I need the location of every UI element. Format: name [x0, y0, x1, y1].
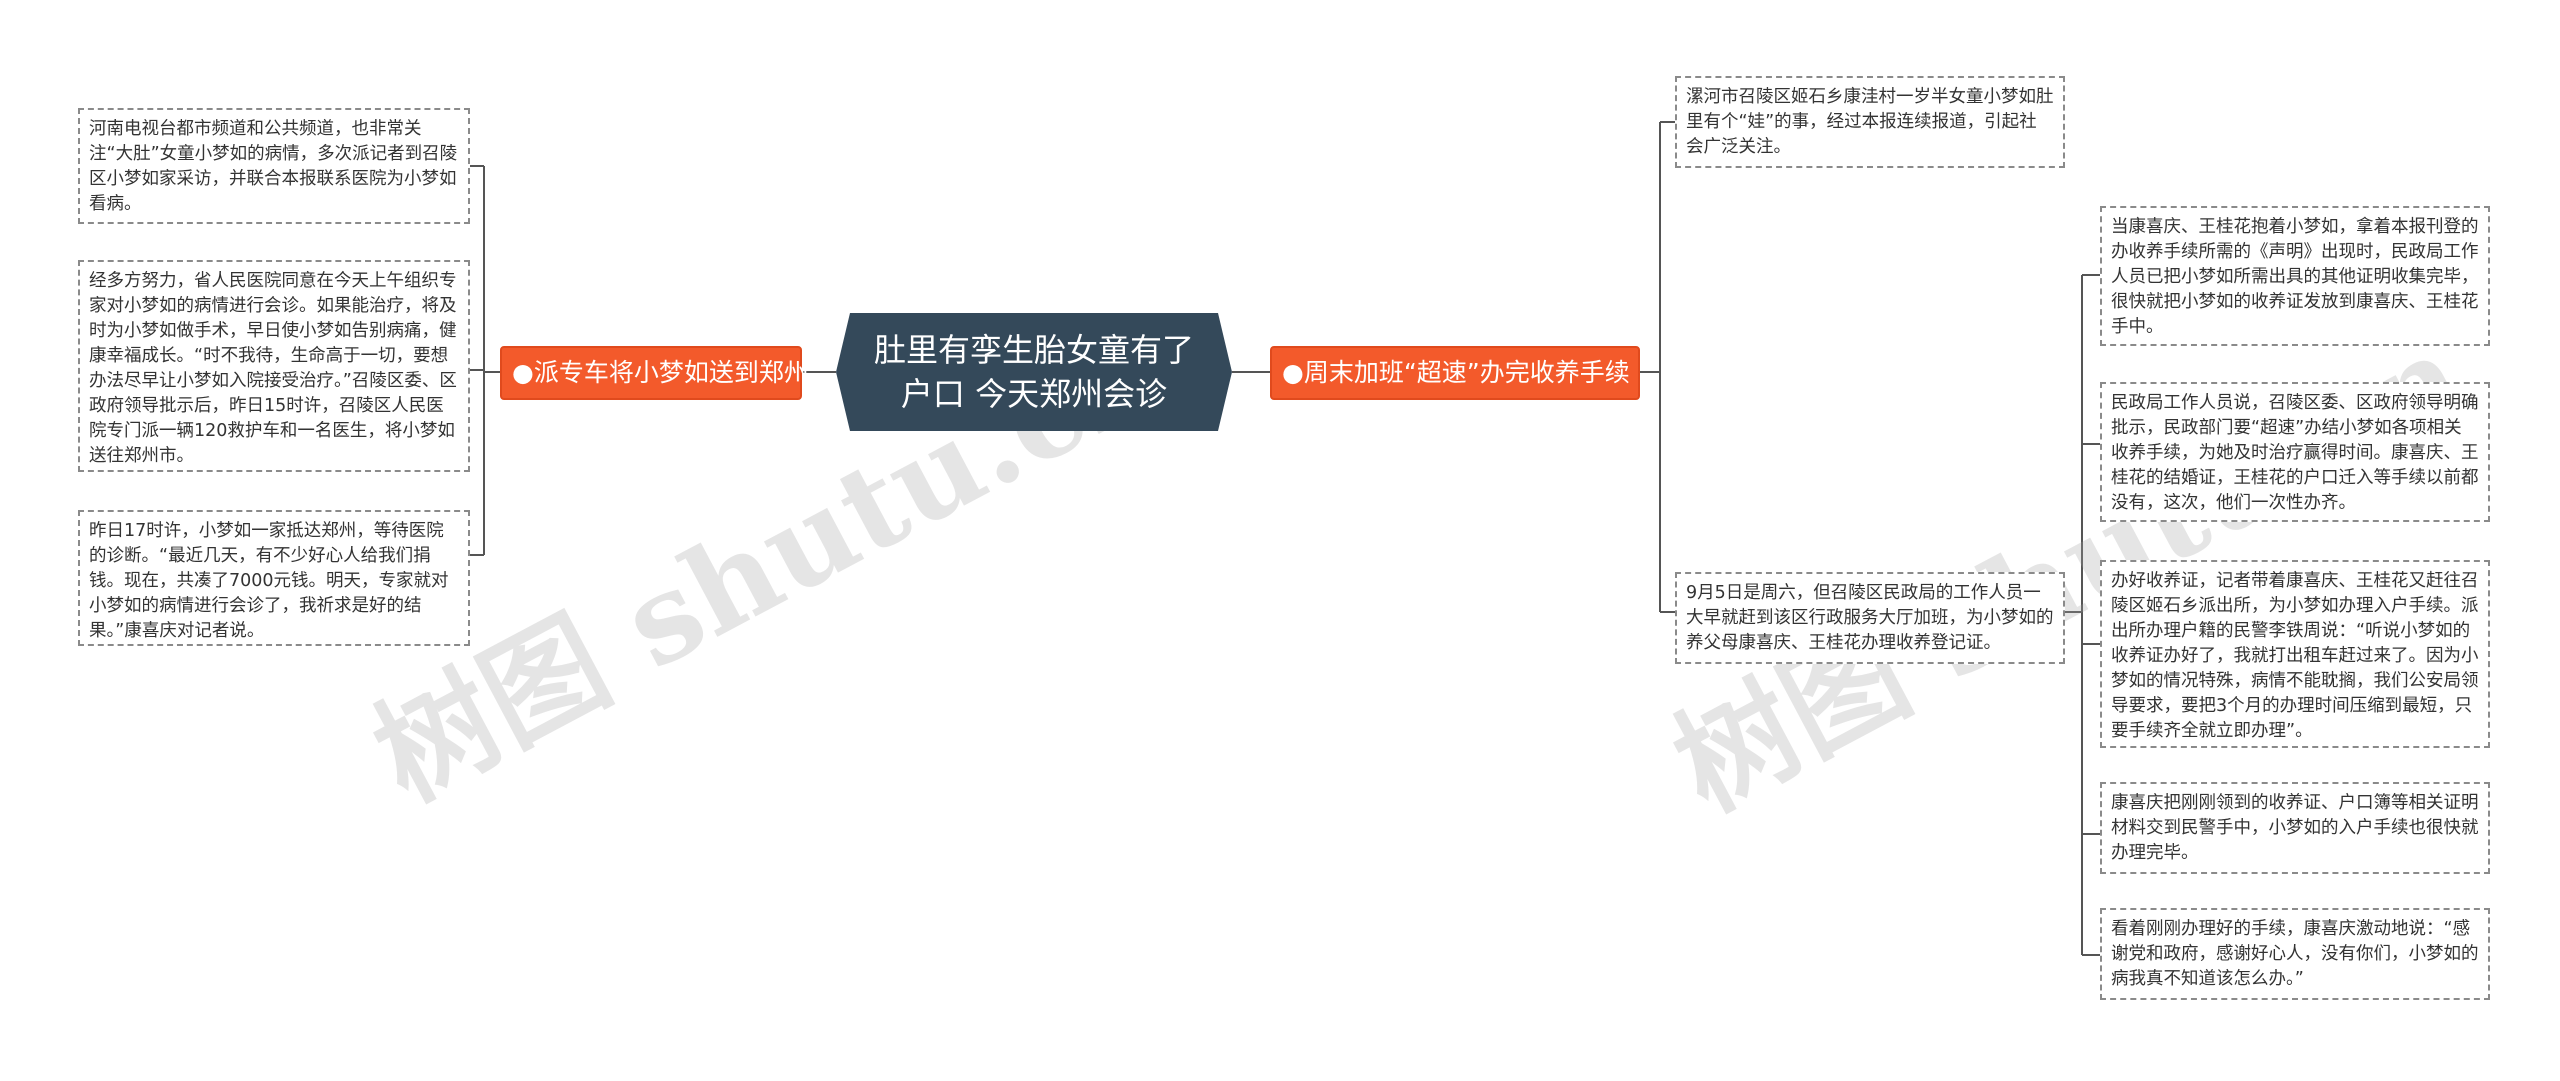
branch-right[interactable]: ●周末加班“超速”办完收养手续: [1270, 346, 1640, 400]
root-title: 肚里有孪生胎女童有了户口 今天郑州会诊: [873, 331, 1194, 413]
sub-leaf-4[interactable]: 康喜庆把刚刚领到的收养证、户口簿等相关证明材料交到民警手中，小梦如的入户手续也很…: [2100, 782, 2490, 874]
sub-leaf-3[interactable]: 办好收养证，记者带着康喜庆、王桂花又赶往召陵区姬石乡派出所，为小梦如办理入户手续…: [2100, 560, 2490, 748]
root-topic[interactable]: 肚里有孪生胎女童有了户口 今天郑州会诊: [836, 313, 1232, 431]
leaf-right-2[interactable]: 9月5日是周六，但召陵区民政局的工作人员一大早就赶到该区行政服务大厅加班，为小梦…: [1675, 572, 2065, 664]
leaf-left-1[interactable]: 河南电视台都市频道和公共频道，也非常关注“大肚”女童小梦如的病情，多次派记者到召…: [78, 108, 470, 224]
leaf-right-1[interactable]: 漯河市召陵区姬石乡康洼村一岁半女童小梦如肚里有个“娃”的事，经过本报连续报道，引…: [1675, 76, 2065, 168]
leaf-left-2[interactable]: 经多方努力，省人民医院同意在今天上午组织专家对小梦如的病情进行会诊。如果能治疗，…: [78, 260, 470, 472]
leaf-left-3[interactable]: 昨日17时许，小梦如一家抵达郑州，等待医院的诊断。“最近几天，有不少好心人给我们…: [78, 510, 470, 646]
branch-left[interactable]: ●派专车将小梦如送到郑州: [500, 346, 809, 400]
sub-leaf-1[interactable]: 当康喜庆、王桂花抱着小梦如，拿着本报刊登的办收养手续所需的《声明》出现时，民政局…: [2100, 206, 2490, 346]
sub-leaf-2[interactable]: 民政局工作人员说，召陵区委、区政府领导明确批示，民政部门要“超速”办结小梦如各项…: [2100, 382, 2490, 522]
sub-leaf-5[interactable]: 看着刚刚办理好的手续，康喜庆激动地说：“感谢党和政府，感谢好心人，没有你们，小梦…: [2100, 908, 2490, 1000]
